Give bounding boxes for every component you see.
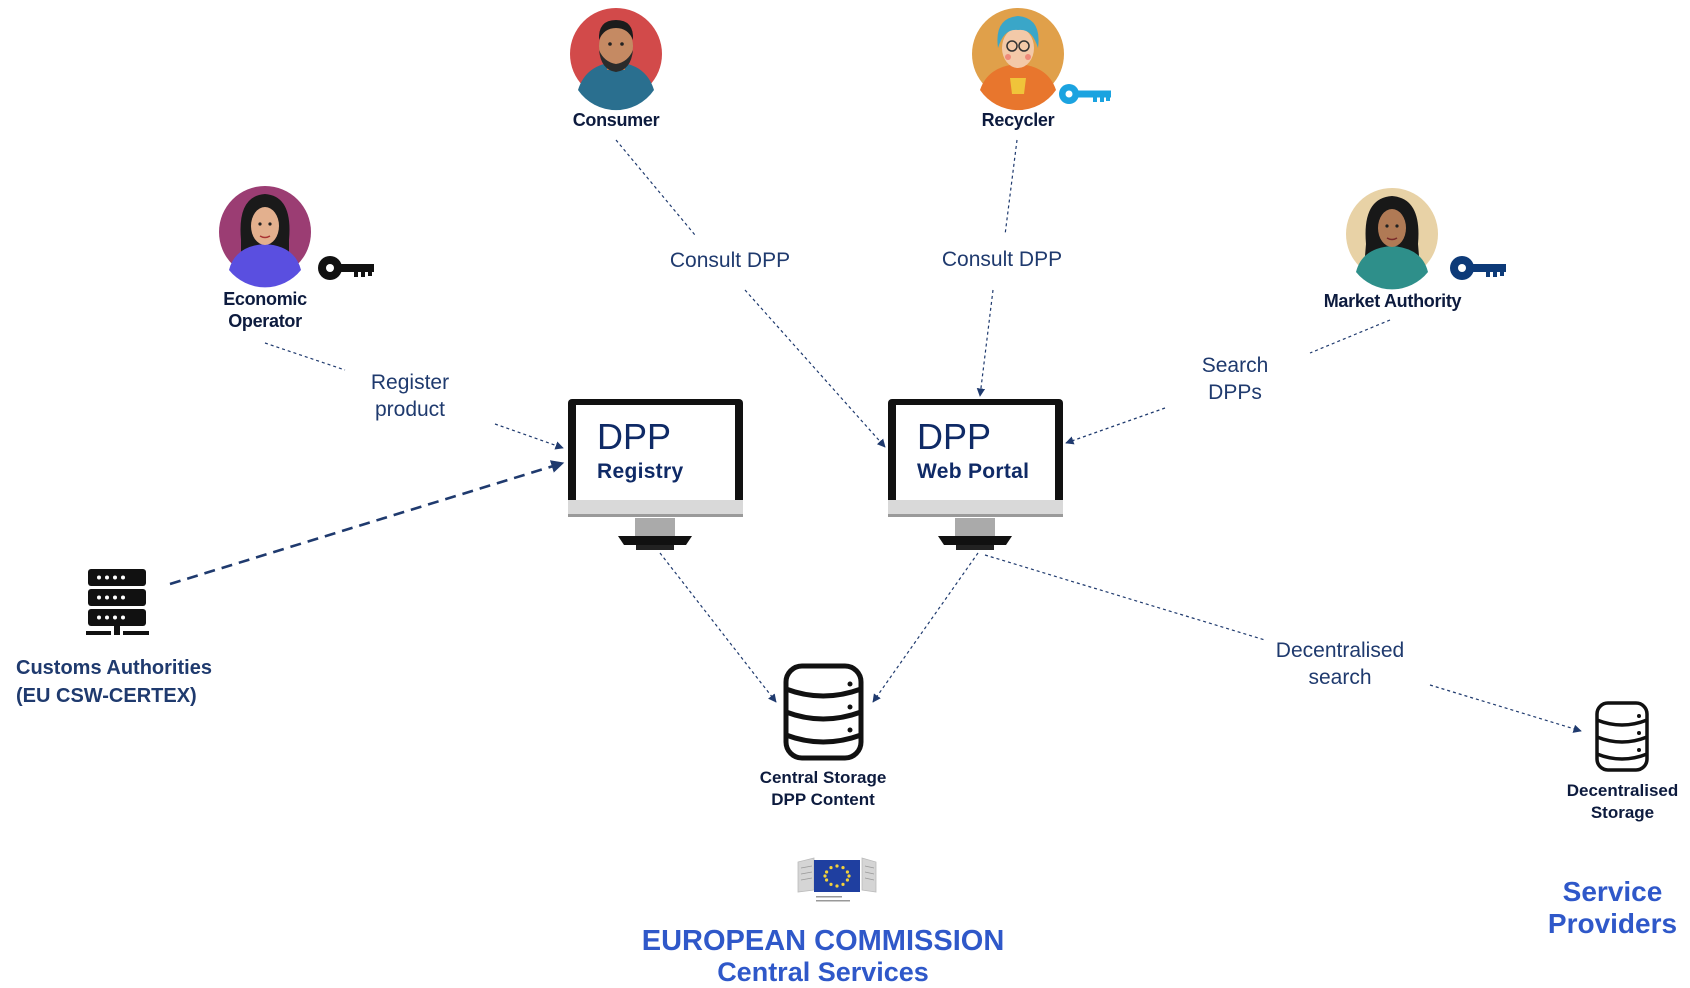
web-portal-subtitle: Web Portal (917, 460, 1030, 483)
service-providers-heading-line1: Service (1562, 876, 1663, 907)
market-authority-label: Market Authority (1323, 291, 1462, 311)
central-storage-label-line1: Central Storage (759, 768, 887, 787)
economic-operator-avatar-icon (219, 186, 311, 288)
key-icon (1450, 256, 1506, 280)
recycler-label: Recycler (981, 110, 1055, 130)
web-portal-title: DPP (917, 416, 992, 457)
eu-commission-logo-icon (797, 857, 877, 902)
key-icon (318, 256, 374, 280)
recycler-avatar-icon (972, 8, 1064, 111)
central-storage-label-line2: DPP Content (771, 790, 875, 809)
server-rack-icon (86, 569, 149, 635)
edge-authority-to-portal (1066, 319, 1391, 443)
decentralised-search-label-line1: Decentralised (1275, 639, 1405, 662)
consult-dpp-consumer-label: Consult DPP (669, 249, 791, 272)
edge-consumer-to-portal (615, 139, 885, 447)
edge-registry-to-central-storage (659, 552, 777, 703)
register-product-label-line2: product (374, 398, 446, 421)
connectors (169, 139, 1581, 731)
decentralised-storage-database-icon (1595, 701, 1649, 772)
customs-authorities-label-line2: (EU CSW-CERTEX) (16, 685, 197, 707)
edge-customs-to-registry (169, 460, 565, 586)
decentralised-storage-label-line1: Decentralised (1566, 781, 1679, 800)
customs-authorities-label-line1: Customs Authorities (16, 657, 212, 679)
edge-portal-to-decentralised-storage (984, 554, 1581, 731)
web-portal-monitor-icon (888, 399, 1063, 550)
search-dpps-label-line1: Search (1201, 354, 1269, 377)
decentralised-search-label-line2: search (1308, 666, 1372, 689)
economic-operator-label-line1: Economic (223, 289, 307, 309)
european-commission-heading: EUROPEAN COMMISSION (641, 925, 1005, 957)
decentralised-storage-label-line2: Storage (1590, 803, 1655, 822)
registry-monitor-icon (568, 399, 743, 550)
registry-title: DPP (597, 416, 672, 457)
central-storage-database-icon (783, 663, 864, 761)
central-services-heading: Central Services (717, 957, 929, 987)
service-providers-heading-line2: Providers (1547, 908, 1678, 939)
consumer-avatar-icon (570, 8, 662, 111)
edge-recycler-to-portal (980, 139, 1018, 396)
market-authority-avatar-icon (1346, 188, 1438, 290)
register-product-label-line1: Register (370, 371, 450, 394)
economic-operator-label-line2: Operator (228, 311, 302, 331)
registry-subtitle: Registry (597, 460, 684, 483)
edge-operator-to-registry (264, 342, 563, 448)
consumer-label: Consumer (572, 110, 660, 130)
search-dpps-label-line2: DPPs (1208, 381, 1262, 404)
consult-dpp-recycler-label: Consult DPP (941, 248, 1063, 271)
edge-portal-to-central-storage (872, 552, 979, 703)
key-icon (1059, 84, 1111, 104)
